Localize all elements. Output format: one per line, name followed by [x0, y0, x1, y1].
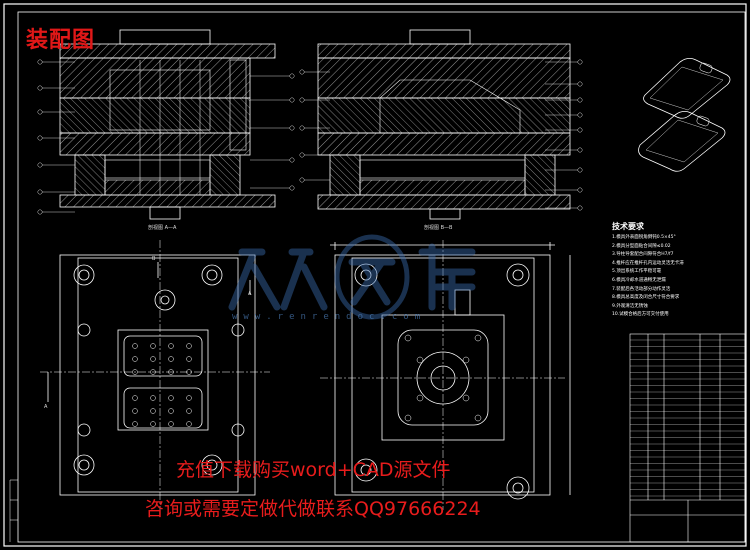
ejector-hole: [168, 408, 174, 414]
balloon: [289, 125, 295, 131]
tech-requirements-title: 技术要求: [612, 222, 644, 231]
ejector-hole: [150, 343, 156, 349]
promo-line-2: 咨询或需要定做代做联系QQ97666224: [145, 498, 481, 520]
ejector-hole: [462, 356, 470, 364]
ejector-hole: [186, 369, 192, 375]
balloon: [577, 167, 583, 173]
parts-list-table: [629, 333, 746, 543]
balloon: [577, 205, 583, 211]
balloon: [299, 97, 305, 103]
ejector-hole: [474, 334, 482, 342]
plan-view-holes-right: [404, 334, 482, 422]
section-label-a: 剖视图 A—A: [148, 225, 177, 231]
tech-requirement-line: 7.装配后各活动部分动作灵活: [612, 286, 671, 292]
ejector-hole: [132, 421, 138, 427]
plan-view-moving: [320, 240, 571, 510]
promo-line-1: 充值下载购买word+CAD源文件: [176, 459, 451, 481]
balloon: [299, 125, 305, 131]
ejector-hole: [132, 408, 138, 414]
ejector-hole: [150, 421, 156, 427]
parts-list-rows: [630, 339, 745, 497]
balloon: [289, 97, 295, 103]
ejector-hole: [132, 395, 138, 401]
tech-requirements-list: 1.模具外表面锐角倒钝0.5×45° 2.模具分型面贴合间隙≤0.02 3.导柱导套…: [612, 234, 732, 320]
ejector-hole: [150, 369, 156, 375]
arrow-label-a-bottom: A: [44, 404, 48, 410]
balloon: [37, 209, 43, 215]
tech-requirement-line: 3.导柱导套配合间隙符合H7/f7: [612, 252, 674, 258]
balloon: [37, 85, 43, 91]
ejector-hole: [186, 408, 192, 414]
balloon-leaders-left: [37, 59, 295, 215]
arrow-label-a-top: A: [248, 291, 252, 297]
balloon: [577, 187, 583, 193]
balloon: [37, 135, 43, 141]
tech-requirement-line: 9.外观清洁无锈蚀: [612, 303, 648, 309]
ejector-hole: [462, 394, 470, 402]
ejector-hole: [150, 408, 156, 414]
section-view-a: [59, 29, 276, 220]
balloon: [289, 185, 295, 191]
tech-requirement-line: 8.模具总高度及闭合尺寸符合要求: [612, 295, 680, 301]
ejector-hole: [168, 343, 174, 349]
section-view-b: [317, 29, 571, 220]
ejector-hole: [416, 394, 424, 402]
product-isometric: [638, 58, 731, 172]
ejector-hole: [168, 356, 174, 362]
tech-requirement-line: 5.顶出系统工作平稳可靠: [612, 269, 662, 275]
inner-frame: [17, 11, 746, 543]
balloon: [37, 162, 43, 168]
tech-requirement-line: 4.推杆应在推杆孔内运动灵活无卡滞: [612, 260, 684, 266]
ejector-hole: [150, 356, 156, 362]
balloon: [577, 97, 583, 103]
balloon: [577, 59, 583, 65]
tech-requirement-line: 1.模具外表面锐角倒钝0.5×45°: [612, 235, 676, 240]
balloon: [37, 109, 43, 115]
ejector-hole: [404, 414, 412, 422]
ejector-hole: [404, 334, 412, 342]
section-label-b: 剖视图 B—B: [424, 225, 453, 231]
balloon: [289, 157, 295, 163]
ejector-hole: [132, 369, 138, 375]
watermark-url: www.renrendoc.com: [232, 312, 427, 322]
balloon: [299, 152, 305, 158]
balloon: [37, 59, 43, 65]
balloon: [289, 73, 295, 79]
ejector-hole: [168, 421, 174, 427]
ejector-hole: [474, 414, 482, 422]
outer-frame: [3, 3, 747, 547]
watermark-logo: [228, 234, 476, 320]
balloon-leaders-right: [299, 59, 583, 211]
margin-strip: [9, 479, 18, 542]
balloon: [299, 69, 305, 75]
balloon: [37, 189, 43, 195]
ejector-hole: [168, 369, 174, 375]
balloon: [577, 112, 583, 118]
ejector-hole: [132, 343, 138, 349]
ejector-hole: [186, 421, 192, 427]
plan-view-fixed: [40, 240, 270, 510]
ejector-hole: [416, 356, 424, 364]
balloon: [577, 147, 583, 153]
tech-requirement-line: 6.模具冷却水道通畅无泄漏: [612, 277, 666, 283]
ejector-hole: [186, 356, 192, 362]
tech-requirement-line: 2.模具分型面贴合间隙≤0.02: [612, 243, 671, 249]
ejector-hole: [186, 343, 192, 349]
ejector-hole: [150, 395, 156, 401]
plan-view-holes-left: [132, 343, 192, 427]
balloon: [299, 177, 305, 183]
tech-requirement-line: 10.试模合格后方可交付使用: [612, 312, 669, 318]
arrow-label-b: B: [152, 256, 156, 262]
ejector-hole: [132, 356, 138, 362]
ejector-hole: [168, 395, 174, 401]
balloon: [577, 127, 583, 133]
drawing-title: 装配图: [26, 28, 96, 53]
balloon: [577, 81, 583, 87]
ejector-hole: [186, 395, 192, 401]
